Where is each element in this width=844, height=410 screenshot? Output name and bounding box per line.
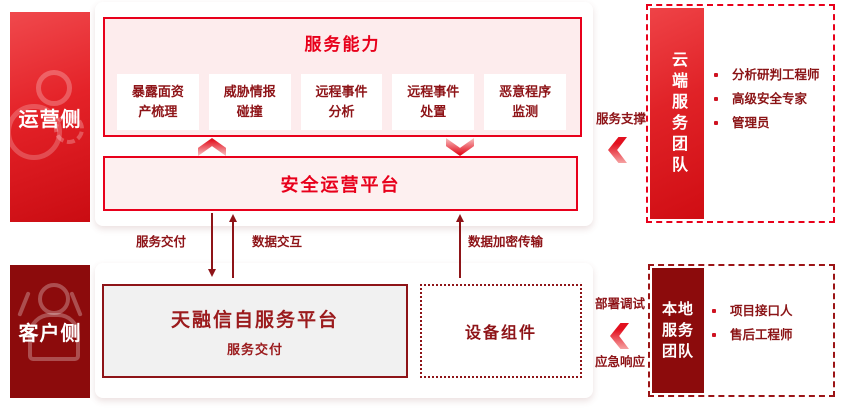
security-operation-platform-title: 安全运营平台 [280,174,401,195]
data-exchange-arrow [232,221,234,278]
service-capability-title: 服务能力 [304,35,381,54]
cloud-team-title: 云端服务团队 [669,50,686,177]
local-team-member-list: 项目接口人 售后工程师 [712,304,793,352]
service-delivery-label: 服务交付 [136,235,187,249]
chevron-left-icon [608,137,627,163]
local-team-title: 本地服务团队 [661,301,694,360]
arrow-up-icon [229,214,237,222]
data-exchange-label: 数据交互 [252,235,303,249]
bullet-icon [714,121,718,125]
service-capability-panel: 服务能力 暴露面资 产梳理 威胁情报 碰撞 远程事件 分析 远程事件 处置 恶意… [103,17,582,137]
bullet-icon [714,73,718,77]
service-delivery-arrow [211,213,213,270]
member-label: 高级安全专家 [732,92,808,106]
customer-side-rail: 客户侧 [10,265,90,398]
self-service-platform-box: 天融信自服务平台 服务交付 [102,284,408,378]
list-item: 项目接口人 [712,304,793,318]
person-gear-watermark-icon [36,70,72,106]
security-operation-platform-box: 安全运营平台 [103,156,578,211]
person-watermark-icon [69,291,83,317]
person-watermark-icon [38,283,70,315]
customer-side-label: 客户侧 [18,323,82,345]
arrow-down-icon [208,269,216,277]
self-service-platform-title: 天融信自服务平台 [170,309,339,331]
chevron-left-icon [610,323,629,349]
person-watermark-icon [17,291,31,317]
member-label: 分析研判工程师 [732,68,820,82]
local-team-title-block: 本地服务团队 [652,268,704,393]
emergency-response-label: 应急响应 [595,355,646,369]
list-item: 售后工程师 [712,328,793,342]
capability-item-threat-intel: 威胁情报 碰撞 [208,74,291,130]
encrypted-transfer-label: 数据加密传输 [468,235,544,249]
list-item: 管理员 [714,116,820,130]
capability-item-remote-analysis: 远程事件 分析 [300,74,383,130]
member-label: 项目接口人 [730,304,793,318]
service-support-label: 服务支撑 [596,112,647,126]
cloud-team-member-list: 分析研判工程师 高级安全专家 管理员 [714,68,820,140]
member-label: 管理员 [732,116,770,130]
list-item: 分析研判工程师 [714,68,820,82]
capability-item-remote-handling: 远程事件 处置 [392,74,475,130]
capability-item-exposure: 暴露面资 产梳理 [117,74,199,130]
list-item: 高级安全专家 [714,92,820,106]
device-component-box: 设备组件 [420,284,582,378]
encrypted-transfer-arrow [459,221,461,278]
member-label: 售后工程师 [730,328,793,342]
bullet-icon [712,333,716,337]
self-service-platform-subtitle: 服务交付 [226,341,283,357]
local-service-team-box: 本地服务团队 项目接口人 售后工程师 [648,264,835,397]
capability-item-malware-monitor: 恶意程序 监测 [484,74,566,130]
device-component-title: 设备组件 [464,325,537,342]
cloud-service-team-box: 云端服务团队 分析研判工程师 高级安全专家 管理员 [646,4,835,223]
deploy-debug-label: 部署调试 [595,297,646,311]
capability-item-row: 暴露面资 产梳理 威胁情报 碰撞 远程事件 分析 远程事件 处置 恶意程序 监测 [117,74,566,130]
arrow-up-icon [456,214,464,222]
cloud-team-title-block: 云端服务团队 [650,8,704,219]
person-watermark-icon [28,313,80,361]
bullet-icon [712,309,716,313]
operations-side-label: 运营侧 [18,108,82,131]
operations-side-rail: 运营侧 [10,12,90,222]
bullet-icon [714,97,718,101]
gear-watermark-icon [54,114,84,144]
